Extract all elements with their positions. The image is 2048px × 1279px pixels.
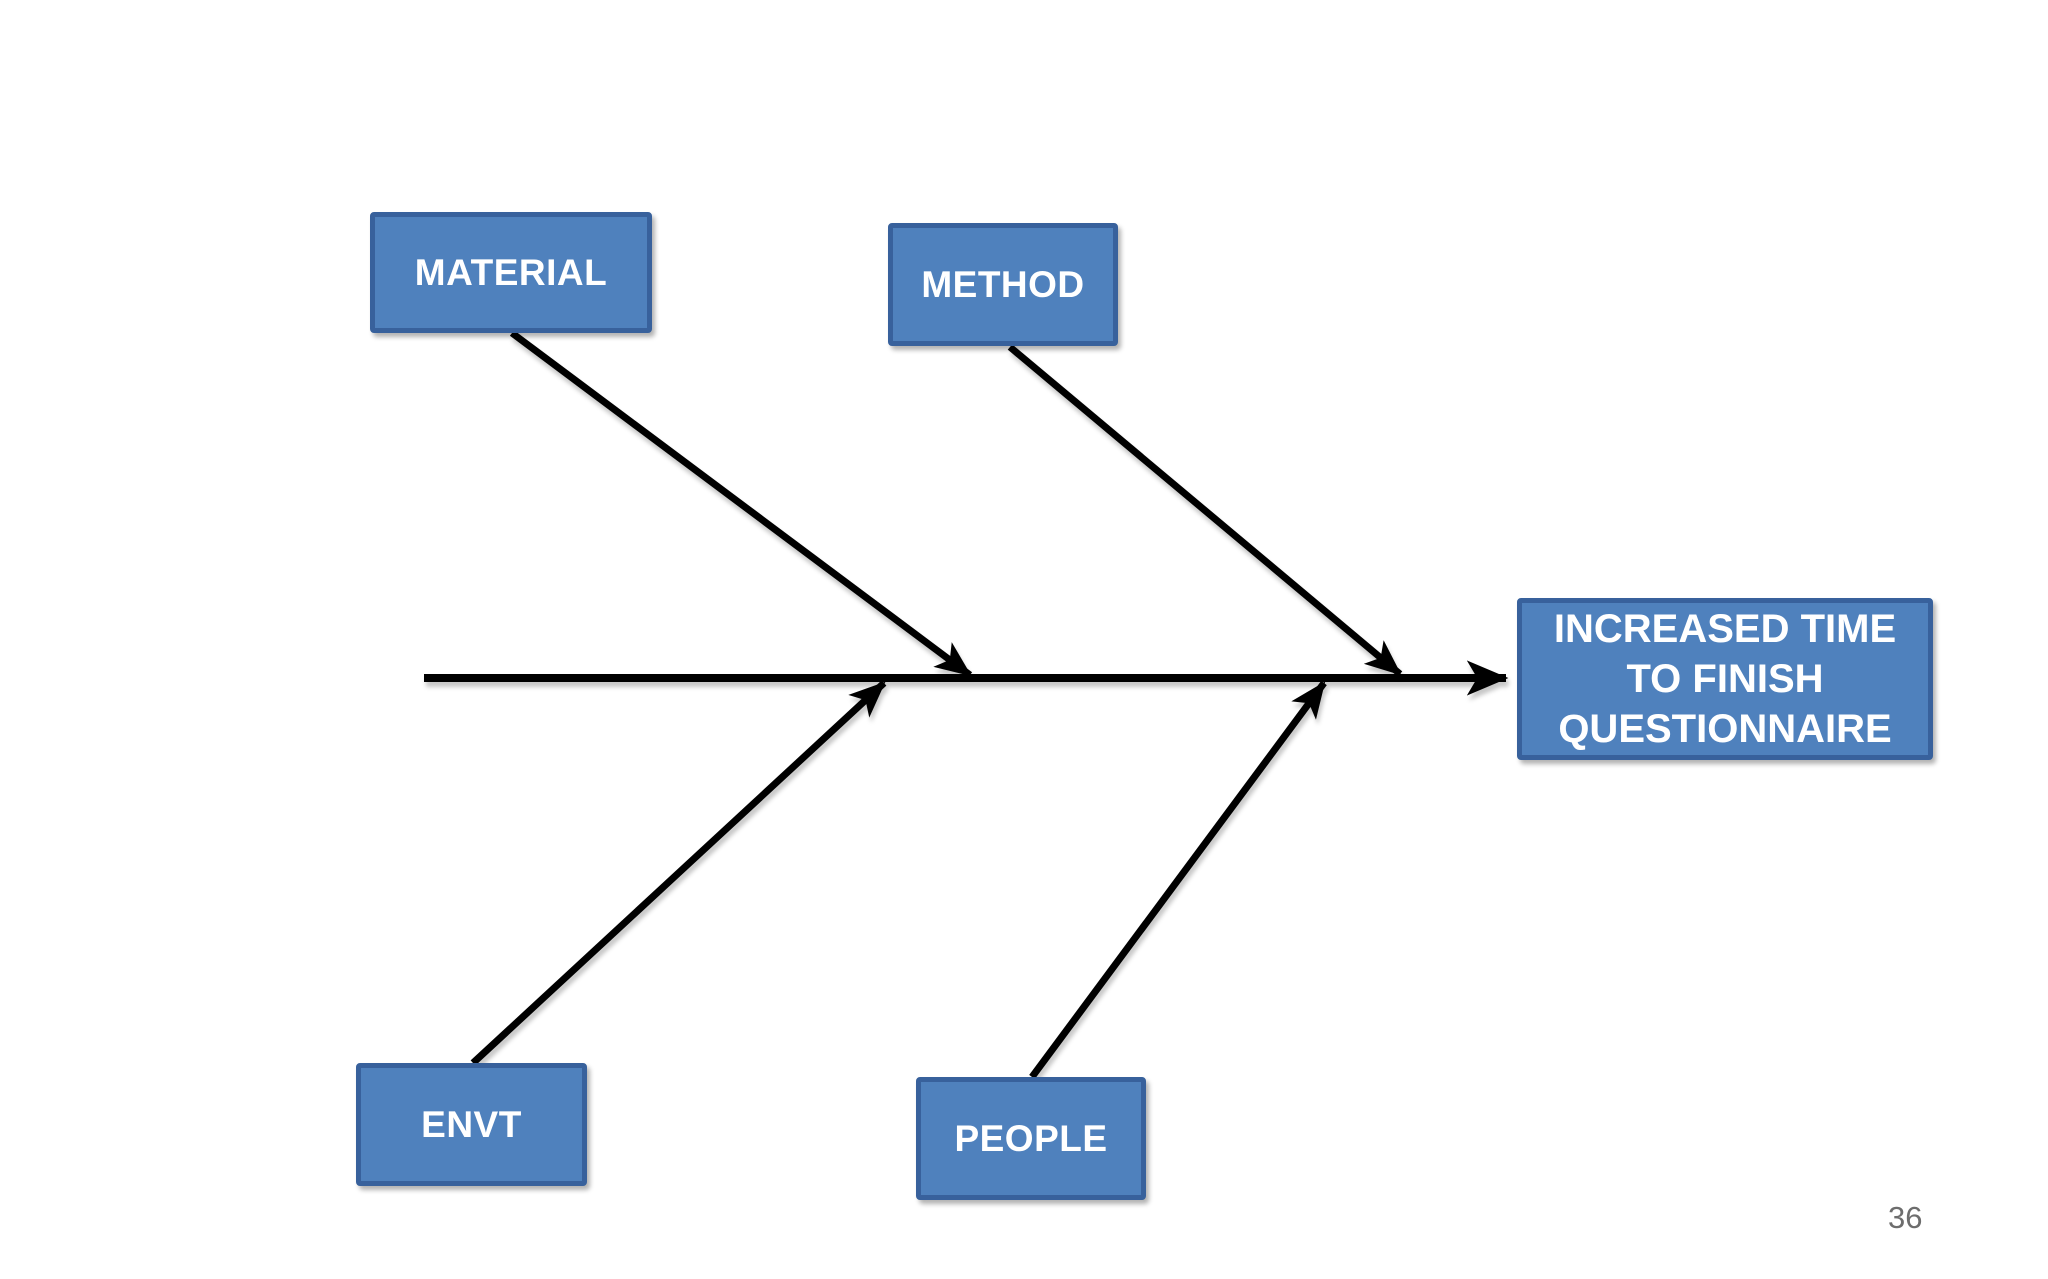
- people-category-label: PEOPLE: [954, 1117, 1108, 1159]
- material-category-label: MATERIAL: [414, 251, 608, 293]
- envt-branch-arrow: [470, 680, 887, 1066]
- effect-box: INCREASED TIME TO FINISH QUESTIONNAIRE: [1517, 598, 1933, 760]
- page-number: 36: [1888, 1200, 1923, 1235]
- method-category-label: METHOD: [921, 263, 1085, 305]
- effect-label-line-2: TO FINISH: [1626, 657, 1824, 701]
- method-category-box: METHOD: [888, 223, 1118, 346]
- envt-category-box: ENVT: [356, 1063, 587, 1186]
- envt-category-label: ENVT: [421, 1103, 522, 1145]
- method-branch-arrow: [1007, 344, 1403, 677]
- people-branch-arrow: [1029, 680, 1327, 1080]
- effect-label-line-1: INCREASED TIME: [1553, 607, 1897, 651]
- people-category-box: PEOPLE: [916, 1077, 1146, 1200]
- material-branch-arrow: [509, 330, 973, 678]
- material-category-box: MATERIAL: [370, 212, 652, 333]
- effect-label-line-3: QUESTIONNAIRE: [1558, 707, 1892, 751]
